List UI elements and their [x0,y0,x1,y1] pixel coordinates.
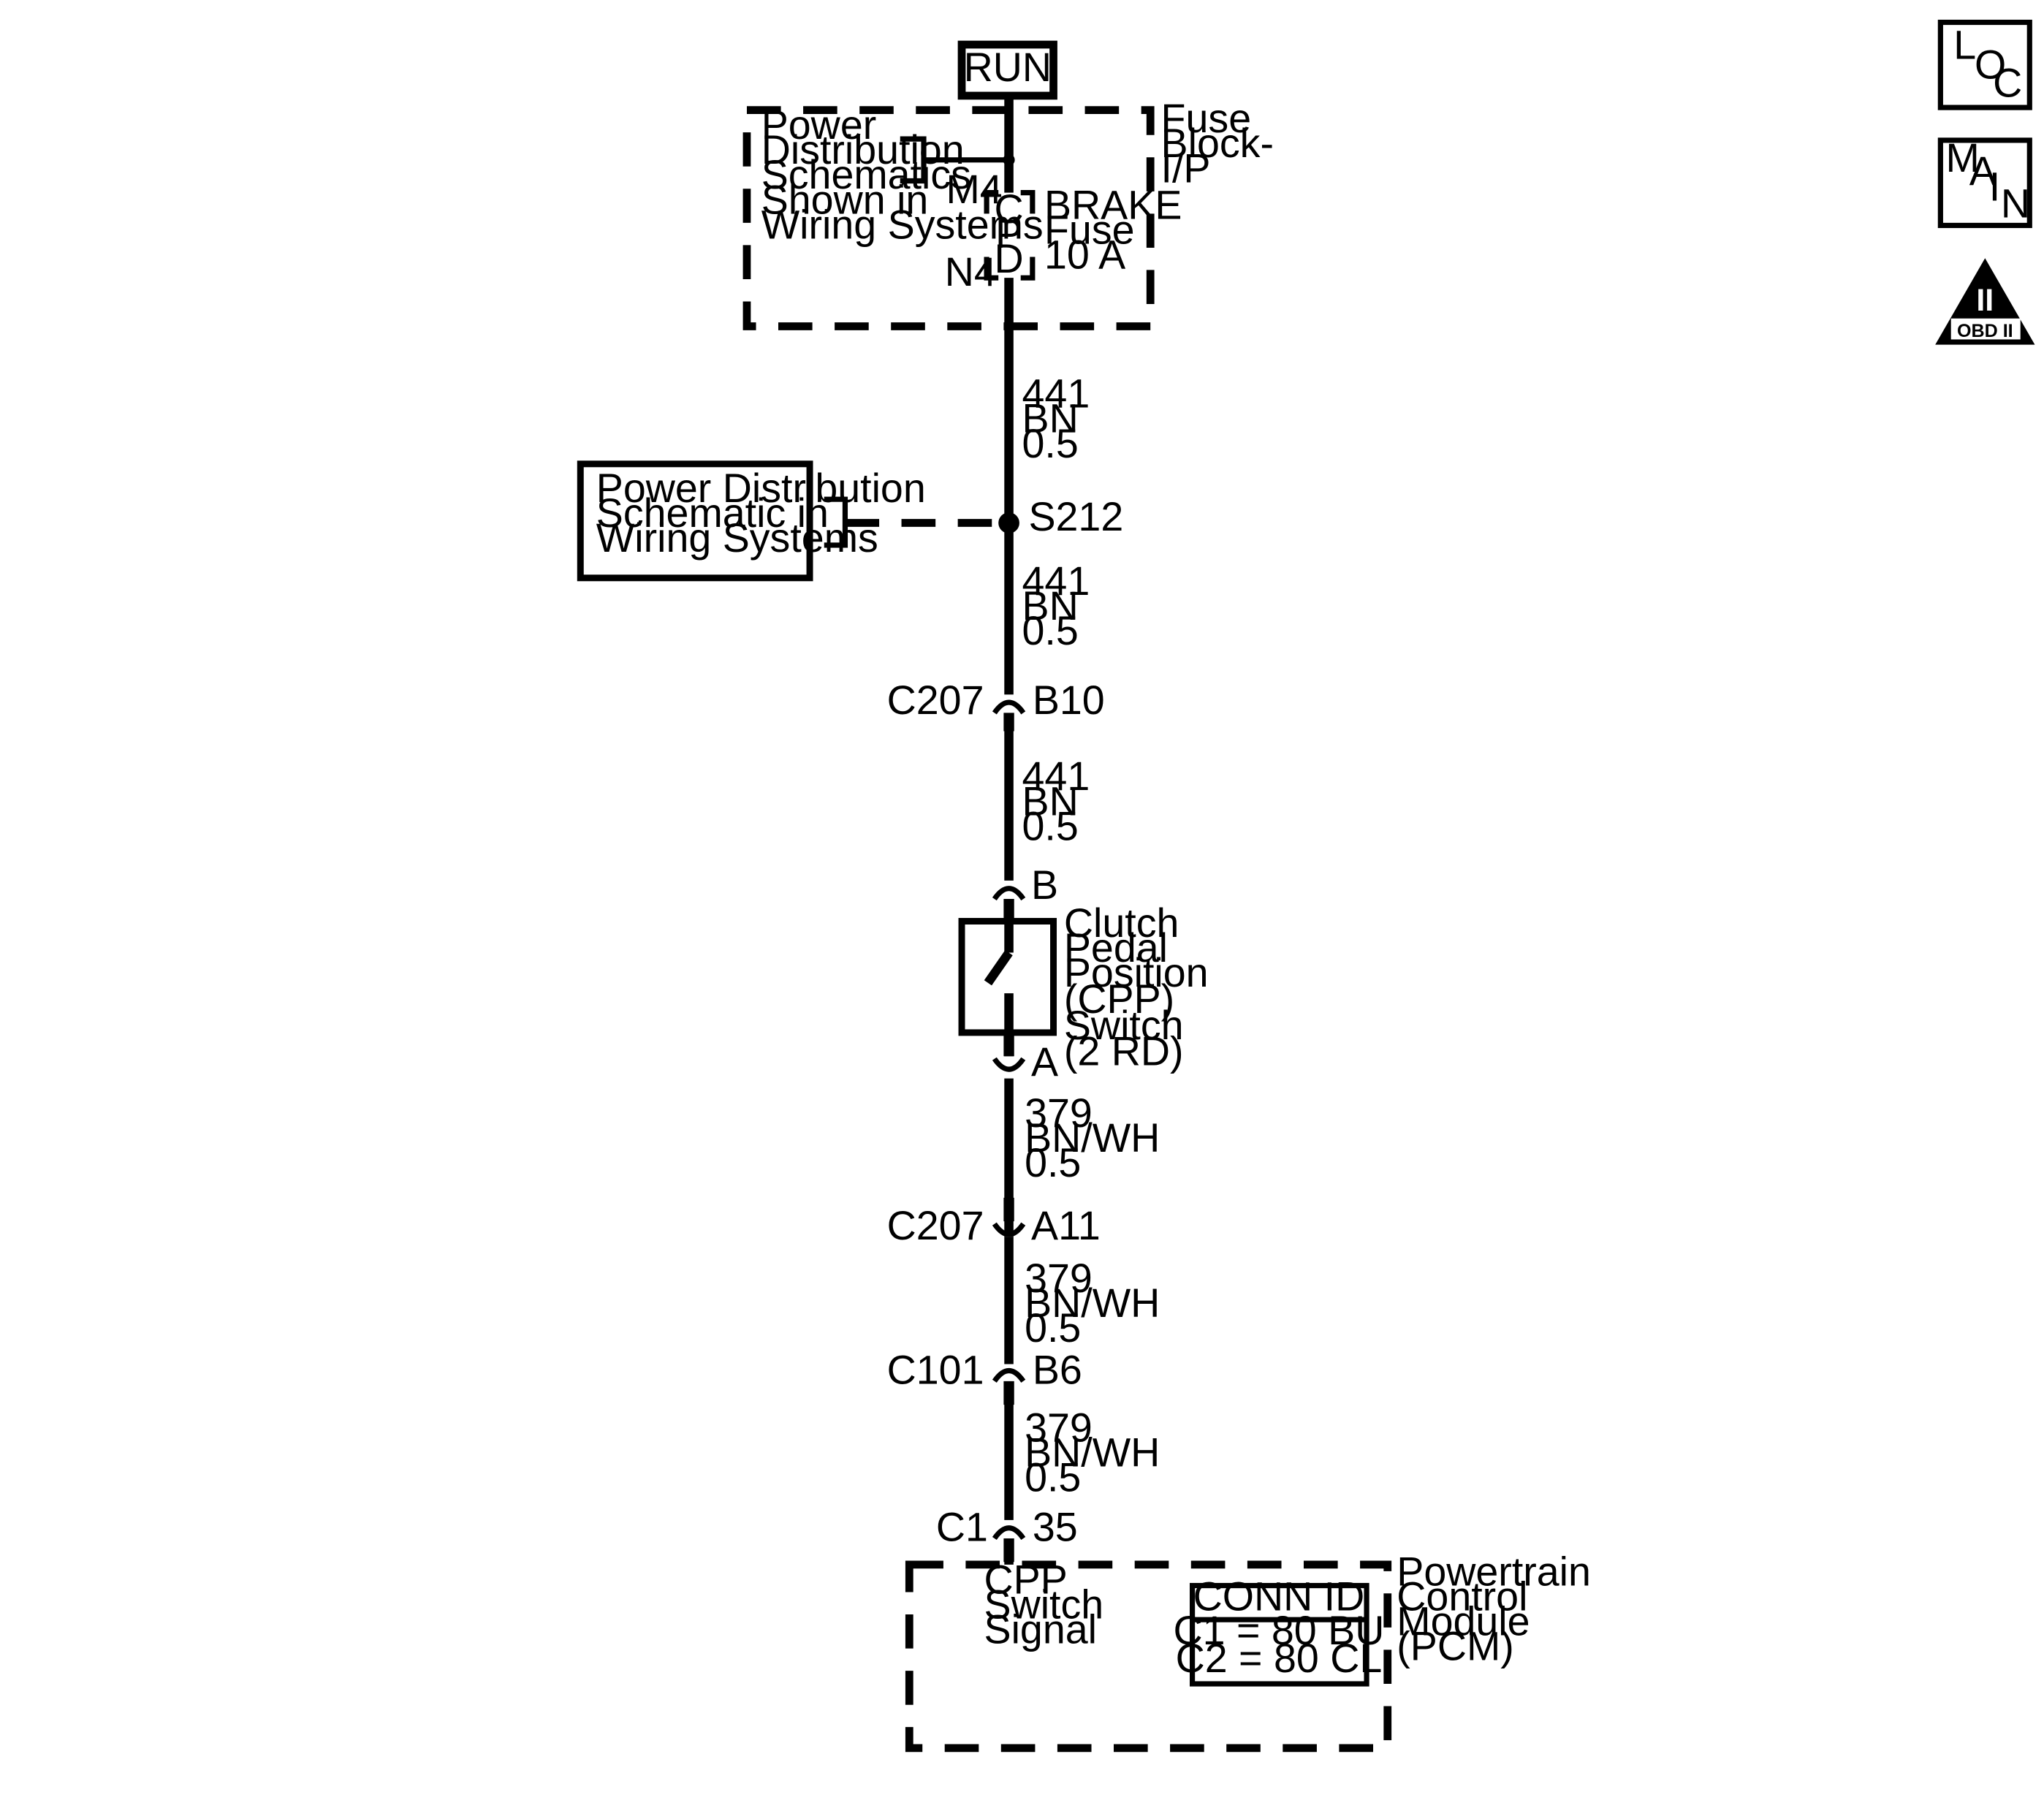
svg-text:Clutch: Clutch [1064,900,1179,946]
power-distribution-reference[interactable]: Power Distribution Schematic in Wiring S… [577,460,999,582]
conn-id-row-1: C1 = 80 BU [1173,1608,1384,1653]
wire-label-3: 441 BN 0.5 [1022,753,1090,848]
fuse-pin-m4: M4 [946,167,1003,212]
pcm-label-3: Module [1397,1599,1530,1644]
svg-text:0.5: 0.5 [1025,1305,1081,1351]
svg-text:O: O [1975,42,2006,88]
svg-text:C101: C101 [887,1347,984,1392]
svg-text:BN: BN [1022,396,1079,441]
connector-c207-b10[interactable]: C207 B10 [887,677,1105,732]
obd-ii-icon[interactable]: II OBD II [1935,258,2035,345]
connector-c101-b6[interactable]: C101 B6 [887,1347,1082,1405]
conn-id-table: CONN ID C1 = 80 BU C2 = 80 CL [1173,1574,1384,1687]
svg-text:0.5: 0.5 [1025,1454,1081,1500]
main-icon[interactable]: M A I N [1937,135,2032,229]
svg-text:C1: C1 [936,1505,988,1550]
loc-icon[interactable]: L O C [1937,19,2032,110]
fuse-block-outline [742,106,1155,330]
svg-text:0.5: 0.5 [1022,608,1079,653]
fuse-block-label-1: Fuse [1161,96,1252,141]
svg-text:C207: C207 [887,1203,984,1248]
cpp-signal-label-1: CPP [984,1557,1068,1602]
pcm-label-4: (PCM) [1397,1624,1514,1669]
connector-c207-a11[interactable]: C207 A11 [887,1197,1101,1248]
pcm-module: CPP Switch Signal Powertrain Control Mod… [905,1549,1591,1753]
connector-c1-35[interactable]: C1 35 [936,1505,1078,1563]
fuse-block-label-3: I/P [1161,145,1211,191]
brake-fuse[interactable]: C P D [984,186,1036,281]
fuse-block-label-2: Block- [1161,121,1274,166]
svg-text:A: A [1969,148,1996,194]
svg-text:(CPP): (CPP) [1064,976,1174,1022]
cpp-switch[interactable]: B A Clutch Pedal Position (CPP) Switch (… [958,862,1209,1085]
svg-text:441: 441 [1022,558,1090,604]
svg-text:Power Distribution: Power Distribution [596,466,926,511]
svg-text:P: P [995,211,1022,257]
svg-text:N: N [2001,181,2030,227]
svg-text:C207: C207 [887,677,984,723]
svg-text:0.5: 0.5 [1022,803,1079,848]
conn-id-title: CONN ID [1193,1574,1365,1620]
conn-id-row-2: C2 = 80 CL [1176,1636,1383,1681]
svg-text:OBD II: OBD II [1957,321,2013,341]
svg-text:S212: S212 [1028,494,1123,539]
svg-text:BN/WH: BN/WH [1025,1280,1160,1326]
fuse-pin-n4: N4 [945,249,997,295]
svg-text:Switch: Switch [1064,1003,1184,1048]
svg-text:(2 RD): (2 RD) [1064,1029,1184,1074]
svg-text:35: 35 [1033,1505,1078,1550]
svg-text:B10: B10 [1033,677,1105,723]
wire-label-1: 441 BN 0.5 [1022,371,1090,466]
svg-text:A11: A11 [1031,1203,1101,1248]
wire-label-5: 379 BN/WH 0.5 [1025,1256,1160,1351]
svg-text:Schematic in: Schematic in [596,490,829,536]
svg-text:C: C [1993,61,2022,106]
power-note-line-4: Shown in [761,177,929,222]
switch-pin-a: A [1031,1039,1058,1085]
run-label: RUN [964,45,1052,90]
svg-text:BN/WH: BN/WH [1025,1115,1160,1161]
svg-text:II: II [1976,283,1994,318]
svg-text:B6: B6 [1033,1347,1082,1392]
wire-label-6: 379 BN/WH 0.5 [1025,1405,1160,1500]
svg-text:L: L [1953,23,1976,68]
switch-pin-b: B [1031,862,1058,908]
fuse-label-2: Fuse [1044,208,1135,253]
fuse-label-3: 10 A [1044,232,1125,278]
svg-text:441: 441 [1022,371,1090,417]
wire-label-2: 441 BN 0.5 [1022,558,1090,653]
svg-text:Wiring Systems: Wiring Systems [596,515,878,561]
pcm-outline [905,1560,1392,1753]
svg-text:BN/WH: BN/WH [1025,1430,1160,1475]
svg-text:BN: BN [1022,778,1079,824]
svg-text:0.5: 0.5 [1025,1140,1081,1185]
pcm-label-1: Powertrain [1397,1549,1591,1595]
svg-text:C: C [995,186,1024,232]
svg-text:379: 379 [1025,1256,1093,1301]
svg-text:M: M [1946,135,1980,181]
svg-text:379: 379 [1025,1405,1093,1450]
svg-text:BN: BN [1022,583,1079,629]
svg-text:Position: Position [1064,950,1209,995]
svg-text:0.5: 0.5 [1022,421,1079,466]
wire-label-4: 379 BN/WH 0.5 [1025,1090,1160,1185]
svg-text:379: 379 [1025,1090,1093,1136]
svg-text:441: 441 [1022,753,1090,799]
fuse-block: Fuse Block- I/P Power Distribution Schem… [742,96,1274,330]
splice-s212[interactable]: S212 [998,494,1123,539]
switch-contact-icon [984,949,1013,986]
run-power-box: RUN [957,40,1057,100]
svg-text:D: D [995,236,1024,281]
cpp-signal-label-2: Switch [984,1582,1104,1627]
power-note-line-2: Distribution [761,127,965,172]
fuse-label-1: BRAKE [1044,182,1182,227]
power-note-line-5: Wiring Systems [761,202,1044,247]
pcm-label-2: Control [1397,1574,1527,1620]
svg-text:Pedal: Pedal [1064,925,1168,971]
svg-text:I: I [1989,164,2000,209]
power-note-line-1: Power [761,102,877,148]
cpp-signal-label-3: Signal [984,1606,1098,1652]
